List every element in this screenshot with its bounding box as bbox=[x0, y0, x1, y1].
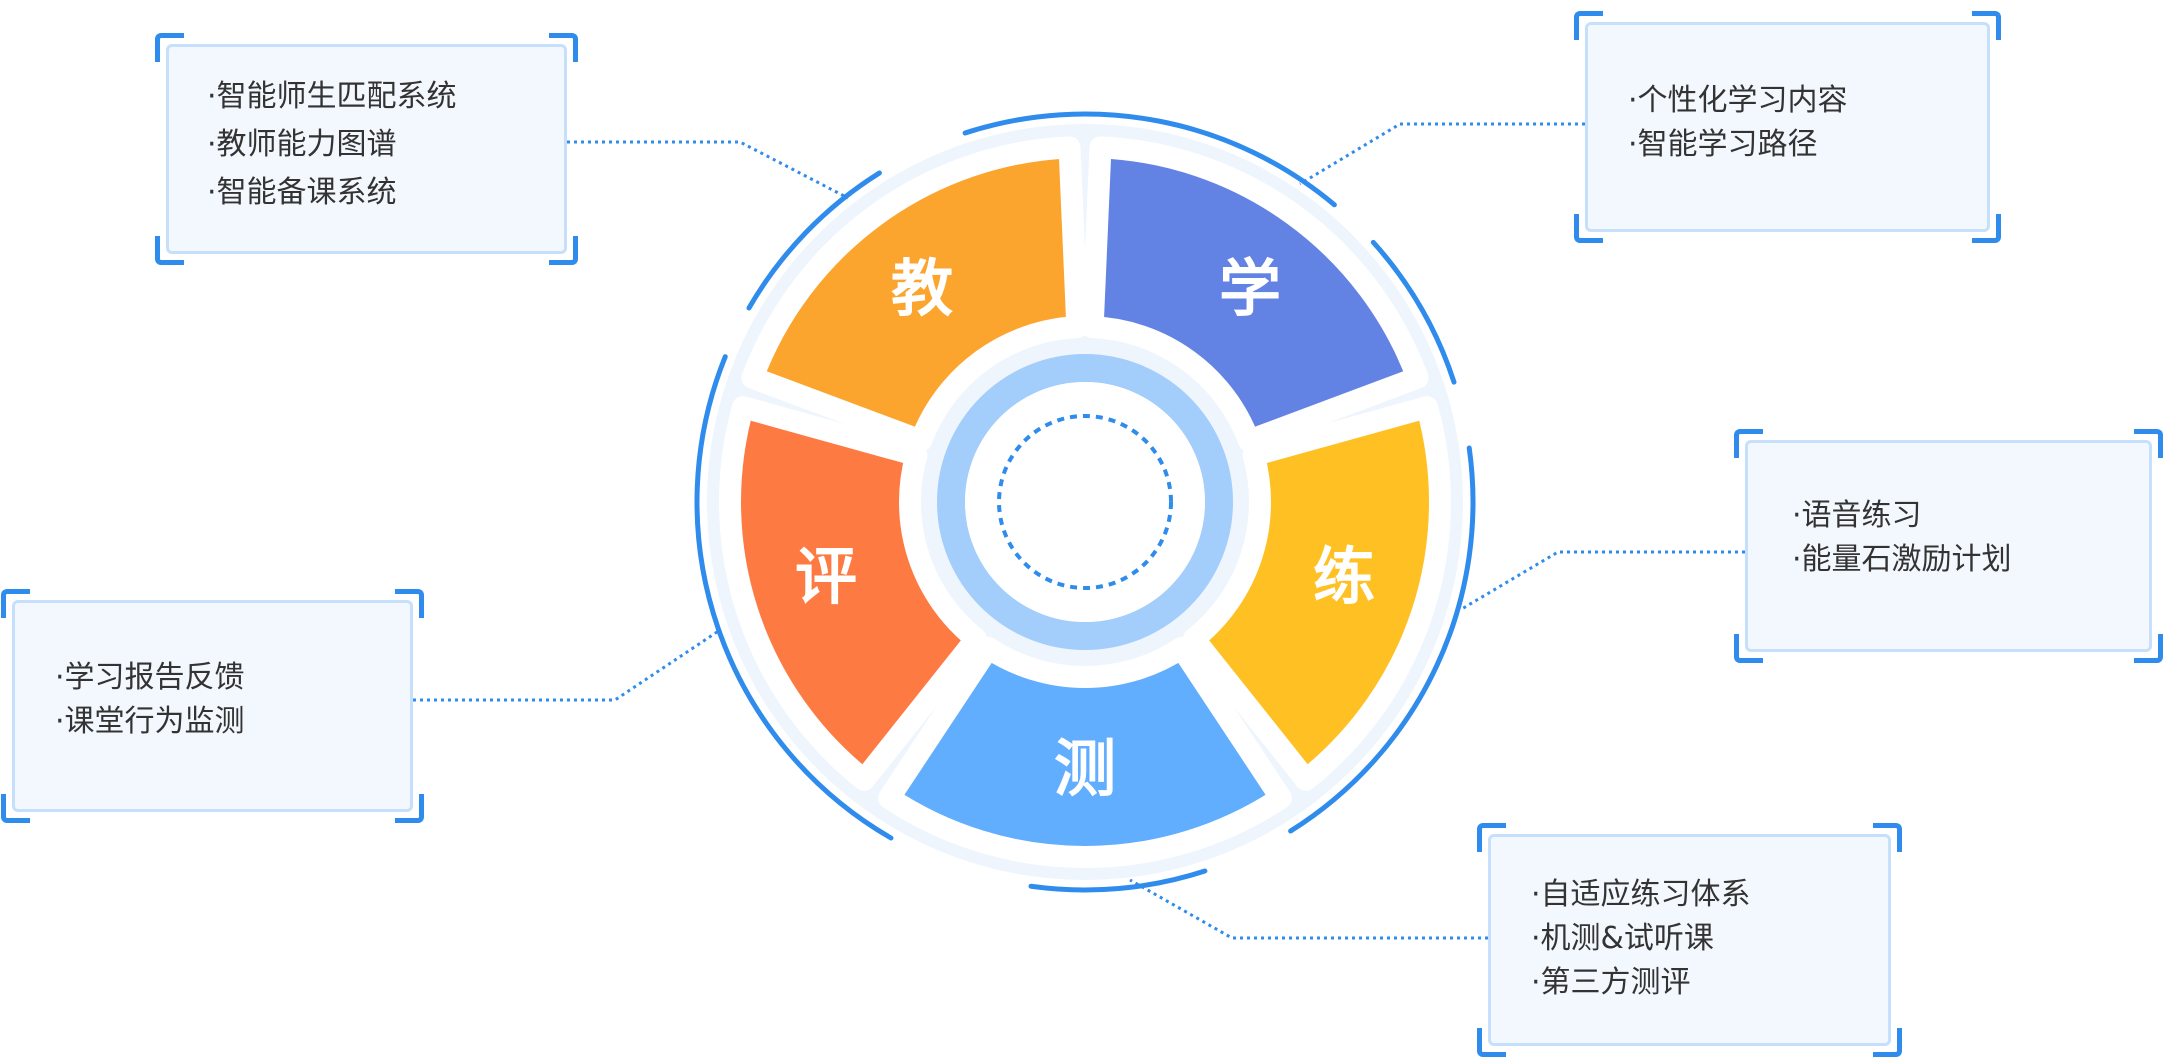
outer-arc bbox=[694, 354, 894, 841]
segment-label-lian: 练 bbox=[1313, 540, 1375, 613]
connector-xue bbox=[1299, 122, 1585, 186]
outer-arc bbox=[1028, 868, 1208, 893]
box-xue-item: ·个性化学习内容 bbox=[1628, 83, 1848, 118]
segment-label-ce: 测 bbox=[1054, 732, 1116, 805]
box-ce-item: ·机测&试听课 bbox=[1531, 921, 1714, 956]
outer-arc bbox=[746, 170, 882, 311]
connector-lian bbox=[1459, 550, 1745, 612]
box-jiao: ·智能师生匹配系统 ·教师能力图谱 ·智能备课系统 bbox=[155, 33, 578, 265]
segment-lian bbox=[1182, 396, 1451, 791]
connector-ping bbox=[413, 628, 721, 702]
box-ce: ·自适应练习体系 ·机测&试听课 ·第三方测评 bbox=[1477, 823, 1902, 1057]
box-lian-item: ·能量石激励计划 bbox=[1792, 542, 2012, 577]
box-xue-item: ·智能学习路径 bbox=[1628, 127, 1818, 162]
box-ping-item: ·课堂行为监测 bbox=[55, 704, 245, 739]
center-dashed-circle bbox=[997, 414, 1173, 590]
box-jiao-item: ·智能师生匹配系统 bbox=[207, 79, 457, 114]
box-lian: ·语音练习 ·能量石激励计划 bbox=[1734, 429, 2163, 663]
box-jiao-item: ·智能备课系统 bbox=[207, 175, 397, 210]
connector-ce bbox=[1129, 878, 1488, 940]
segment-jiao bbox=[741, 136, 1089, 452]
box-ping: ·学习报告反馈 ·课堂行为监测 bbox=[1, 589, 424, 823]
segment-label-jiao: 教 bbox=[891, 252, 953, 325]
inner-ring bbox=[937, 354, 1233, 650]
segment-xue bbox=[1081, 136, 1429, 452]
segment-ping bbox=[719, 396, 988, 791]
segment-label-ping: 评 bbox=[795, 540, 857, 613]
box-ping-item: ·学习报告反馈 bbox=[55, 660, 245, 695]
segment-ce bbox=[878, 636, 1292, 868]
outer-arc bbox=[1370, 239, 1457, 385]
box-jiao-item: ·教师能力图谱 bbox=[207, 127, 397, 162]
connector-jiao bbox=[567, 140, 849, 200]
segment-label-xue: 学 bbox=[1219, 252, 1281, 325]
box-ce-item: ·第三方测评 bbox=[1531, 965, 1691, 1000]
box-ce-item: ·自适应练习体系 bbox=[1531, 877, 1751, 912]
outer-arc bbox=[1288, 445, 1476, 834]
outer-arc bbox=[962, 111, 1337, 208]
box-xue: ·个性化学习内容 ·智能学习路径 bbox=[1574, 11, 2001, 243]
box-lian-item: ·语音练习 bbox=[1792, 498, 1922, 533]
